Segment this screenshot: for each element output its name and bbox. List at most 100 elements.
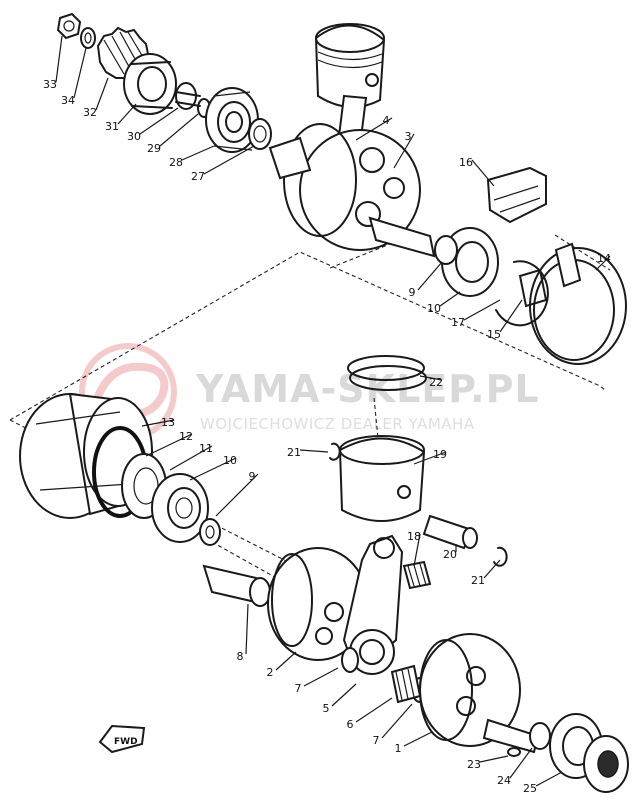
circlip-part-17 <box>495 260 549 327</box>
seal-part-27 <box>248 118 272 150</box>
leader-line <box>73 47 87 99</box>
leader-line <box>299 449 329 453</box>
part-number: 7 <box>373 734 380 747</box>
part-label-12: 12 <box>145 430 193 457</box>
leader-line <box>139 107 179 135</box>
part-label-30: 30 <box>127 107 179 143</box>
leader-line <box>483 559 501 579</box>
part-label-32: 32 <box>83 77 109 119</box>
part-number: 21 <box>287 446 301 459</box>
crank-pin-part-8 <box>202 564 271 607</box>
part-label-28: 28 <box>169 145 215 169</box>
part-number: 28 <box>169 156 183 169</box>
leader-line <box>381 703 413 739</box>
part-number: 3 <box>405 130 412 143</box>
part-number: 12 <box>179 430 193 443</box>
part-label-18: 18 <box>407 530 421 567</box>
part-number: 9 <box>249 470 256 483</box>
part-number: 4 <box>383 114 390 127</box>
bearing-part-10-lower <box>151 473 209 543</box>
leader-line <box>331 683 357 707</box>
leader-line <box>471 159 495 187</box>
spacer-part-30 <box>175 82 201 110</box>
piston-pin-part-20 <box>422 514 478 550</box>
part-label-10: 10 <box>427 291 461 315</box>
part-number: 1 <box>395 742 402 755</box>
leader-line <box>355 117 393 141</box>
part-label-5: 5 <box>323 683 357 715</box>
part-number: 15 <box>487 328 501 341</box>
leader-line <box>215 473 259 517</box>
key-part-23 <box>507 747 521 757</box>
part-number: 20 <box>443 548 457 561</box>
leader-line <box>595 255 611 271</box>
part-label-15: 15 <box>487 299 523 341</box>
part-label-1: 1 <box>395 731 433 755</box>
part-label-4: 4 <box>355 114 393 141</box>
part-number: 11 <box>199 442 213 455</box>
crank-half-part-3 <box>268 123 436 258</box>
leader-line <box>203 145 255 175</box>
part-label-9: 9 <box>409 261 443 299</box>
part-label-20: 20 <box>443 544 457 561</box>
piston-rings-part-22 <box>347 355 427 391</box>
part-label-21: 21 <box>471 559 501 587</box>
part-label-29: 29 <box>147 113 199 155</box>
forward-direction-badge: FWD <box>98 724 146 754</box>
part-label-25: 25 <box>523 771 563 795</box>
part-label-17: 17 <box>451 299 501 329</box>
leader-line <box>145 433 193 457</box>
needle-bearing-part-18 <box>402 560 432 590</box>
part-label-2: 2 <box>267 651 297 679</box>
part-number: 9 <box>409 286 416 299</box>
part-label-14: 14 <box>595 252 611 271</box>
part-label-24: 24 <box>497 747 533 787</box>
part-label-6: 6 <box>347 697 393 731</box>
part-number: 16 <box>459 156 473 169</box>
leader-line <box>181 145 215 161</box>
part-number: 24 <box>497 774 511 787</box>
part-number: 27 <box>191 170 205 183</box>
part-label-34: 34 <box>61 47 87 107</box>
leader-line <box>413 533 421 567</box>
part-number: 32 <box>83 106 97 119</box>
leader-line <box>245 603 249 655</box>
part-number: 29 <box>147 142 161 155</box>
connecting-rod-part-5 <box>342 534 404 675</box>
part-number: 8 <box>237 650 244 663</box>
part-label-31: 31 <box>105 103 137 133</box>
part-number: 21 <box>471 574 485 587</box>
part-label-33: 33 <box>43 35 63 91</box>
part-label-3: 3 <box>393 130 415 169</box>
clip-part-21-upper <box>329 442 341 461</box>
nut-part-33 <box>56 12 82 40</box>
leader-line <box>117 103 137 125</box>
cage-part-16 <box>486 166 547 224</box>
part-label-22: 22 <box>419 375 443 389</box>
part-number: 14 <box>597 252 611 265</box>
leader-line <box>55 35 63 83</box>
part-number: 10 <box>427 302 441 315</box>
leader-line <box>189 457 237 481</box>
leader-line <box>509 747 533 779</box>
leader-line <box>95 77 109 111</box>
washer-part-34 <box>80 27 96 49</box>
leader-line <box>169 445 213 471</box>
leader-line <box>303 667 339 687</box>
part-number: 5 <box>323 702 330 715</box>
part-number: 22 <box>429 376 443 389</box>
washer-part-9-upper <box>434 235 458 265</box>
part-number: 18 <box>407 530 421 543</box>
leader-line <box>499 299 523 333</box>
crank-half-part-1 <box>419 633 540 754</box>
upper-assembly <box>56 12 627 365</box>
bearing-part-31 <box>123 53 177 115</box>
bearing-part-28 <box>205 87 259 153</box>
part-number: 19 <box>433 448 447 461</box>
leader-line <box>355 697 393 723</box>
fwd-label: FWD <box>114 737 138 747</box>
leader-line <box>141 419 175 427</box>
needle-bearing-part-6 <box>390 664 422 704</box>
leader-line <box>419 375 443 381</box>
part-number: 30 <box>127 130 141 143</box>
